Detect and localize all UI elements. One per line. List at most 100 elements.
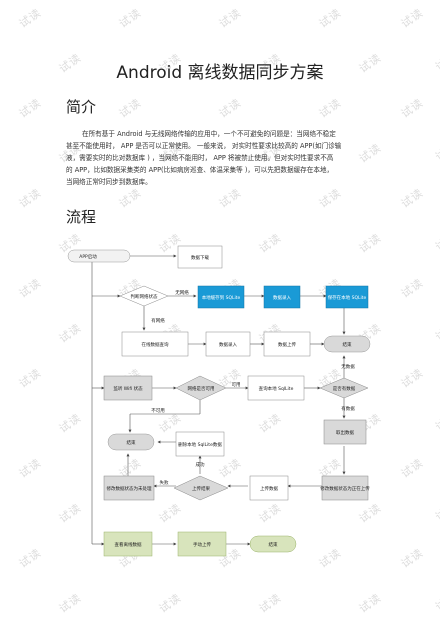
watermark-text: 试读 bbox=[316, 6, 344, 31]
watermark-text: 试读 bbox=[116, 546, 144, 571]
watermark-text: 试读 bbox=[316, 96, 344, 121]
watermark-text: 试读 bbox=[433, 326, 440, 344]
watermark-text: 试读 bbox=[16, 96, 44, 121]
watermark-text: 试读 bbox=[256, 231, 284, 256]
watermark-text: 试读 bbox=[256, 591, 284, 616]
data-download-label: 数据下载 bbox=[191, 254, 209, 261]
watermark-text: 试读 bbox=[56, 591, 84, 616]
upload-result-label: 上传结果 bbox=[192, 485, 210, 492]
watermark-text: 试读 bbox=[356, 411, 384, 436]
no-network-label: 无网络 bbox=[175, 289, 189, 296]
watermark-text: 试读 bbox=[56, 321, 84, 346]
watermark-text: 试读 bbox=[256, 411, 284, 436]
data-entry-box bbox=[205, 331, 251, 357]
watermark-text: 试读 bbox=[356, 591, 384, 616]
watermark-text: 试读 bbox=[16, 366, 44, 391]
watermark-text: 试读 bbox=[156, 591, 184, 616]
app-start-node bbox=[67, 249, 131, 263]
end-3-label: 结束 bbox=[269, 541, 278, 548]
data-entry-blue-label: 数据录入 bbox=[273, 294, 291, 301]
fail-label: 失败 bbox=[160, 479, 169, 486]
watermark-text: 试读 bbox=[16, 276, 44, 301]
watermark-text: 试读 bbox=[56, 411, 84, 436]
has-data-question-label: 是否有数据 bbox=[333, 385, 356, 392]
watermark-text: 试读 bbox=[256, 501, 284, 526]
watermark-text: 试读 bbox=[216, 96, 244, 121]
data-upload-label: 数据上传 bbox=[278, 341, 296, 348]
query-local-box bbox=[247, 375, 305, 401]
watermark-text: 试读 bbox=[398, 6, 426, 31]
has-data-label: 有数据 bbox=[341, 405, 355, 412]
watermark-text: 试读 bbox=[398, 366, 426, 391]
end-node-2 bbox=[107, 433, 155, 451]
watermark-text: 试读 bbox=[156, 411, 184, 436]
intro-line: 液，需要实时的比对数据库 ) ，当网络不能用时， APP 将被禁止使用。但对实时… bbox=[66, 154, 334, 162]
watermark-text: 试读 bbox=[316, 366, 344, 391]
query-local-label: 查询本地 SqlLite bbox=[259, 385, 294, 392]
intro-line: 的 APP，比如数据采集类的 APP(比如病房巡查、体温采集等 )，可以先把数据… bbox=[66, 166, 334, 174]
watermark-text: 试读 bbox=[16, 6, 44, 31]
watermark-text: 试读 bbox=[433, 416, 440, 434]
watermark-text: 试读 bbox=[16, 186, 44, 211]
watermark-text: 试读 bbox=[433, 146, 440, 164]
watermark-text: 试读 bbox=[116, 276, 144, 301]
watermark-text: 试读 bbox=[356, 231, 384, 256]
watermark-text: 试读 bbox=[316, 186, 344, 211]
intro-line: 甚至不能使用时， APP 是否可以正常使用。 一般来说， 对实时性要求比较高的 … bbox=[66, 142, 342, 150]
end-node-3 bbox=[249, 535, 297, 553]
end-2-label: 结束 bbox=[127, 439, 136, 446]
success-label: 成功 bbox=[196, 461, 205, 468]
watermark-text: 试读 bbox=[216, 456, 244, 481]
watermark-text: 试读 bbox=[356, 321, 384, 346]
network-available-label: 网络是否可用 bbox=[188, 385, 215, 392]
watermark-text: 试读 bbox=[116, 366, 144, 391]
unavailable-label: 不可用 bbox=[151, 408, 165, 414]
watermark-text: 试读 bbox=[398, 186, 426, 211]
watermark-text: 试读 bbox=[398, 546, 426, 571]
has-network-label: 有网络 bbox=[151, 317, 165, 324]
watermark-text: 试读 bbox=[116, 96, 144, 121]
data-entry-blue-box bbox=[263, 285, 301, 309]
upload-result-diamond bbox=[173, 475, 229, 501]
flow-heading: 流程 bbox=[66, 208, 97, 226]
intro-line: 当网络正常时同步到数据库。 bbox=[66, 178, 152, 186]
end-1-label: 结束 bbox=[343, 341, 352, 348]
modify-status-label: 修改数据状态为未处理 bbox=[107, 485, 152, 492]
modify-uploading-label: 修改数据状态为正在上传 bbox=[320, 485, 370, 492]
watermark-text: 试读 bbox=[16, 456, 44, 481]
view-offline-label: 查看离线数据 bbox=[115, 541, 142, 548]
watermark-text: 试读 bbox=[116, 6, 144, 31]
modify-uploading-box bbox=[321, 475, 369, 501]
watermark-text: 试读 bbox=[156, 321, 184, 346]
watermark-text: 试读 bbox=[256, 321, 284, 346]
watermark-text: 试读 bbox=[156, 231, 184, 256]
watermark-text: 试读 bbox=[216, 366, 244, 391]
watermark-text: 试读 bbox=[216, 276, 244, 301]
watermark-text: 试读 bbox=[216, 6, 244, 31]
fetch-data-label: 取出数据 bbox=[336, 429, 354, 436]
document-title: Android 离线数据同步方案 bbox=[116, 63, 324, 83]
intro-paragraph: 在所有基于 Android 与无线网络传输的应用中，一个不可避免的问题是：当网络… bbox=[66, 128, 382, 188]
watermark-text: 试读 bbox=[398, 96, 426, 121]
watermark-text: 试读 bbox=[216, 186, 244, 211]
delete-local-label: 删除本地 SqlLite数据 bbox=[178, 441, 222, 448]
watermark-text: 试读 bbox=[433, 506, 440, 524]
upload-data-box bbox=[249, 475, 289, 501]
watermark-text: 试读 bbox=[56, 501, 84, 526]
watermark-text: 试读 bbox=[116, 186, 144, 211]
manual-upload-label: 手动上传 bbox=[193, 541, 211, 548]
watermark-text: 试读 bbox=[316, 276, 344, 301]
upload-data-label: 上传数据 bbox=[260, 485, 278, 492]
watermark-text: 试读 bbox=[356, 501, 384, 526]
watermark-text: 试读 bbox=[433, 236, 440, 254]
intro-heading: 简介 bbox=[66, 98, 97, 116]
modify-status-box bbox=[103, 475, 155, 501]
manual-upload-box bbox=[177, 531, 227, 557]
watermark-text: 试读 bbox=[116, 456, 144, 481]
delete-local-box bbox=[175, 431, 225, 457]
watermark-text: 试读 bbox=[16, 546, 44, 571]
no-data-label: 无数据 bbox=[341, 363, 355, 370]
watermark-text: 试读 bbox=[316, 456, 344, 481]
data-download-box bbox=[177, 245, 223, 269]
